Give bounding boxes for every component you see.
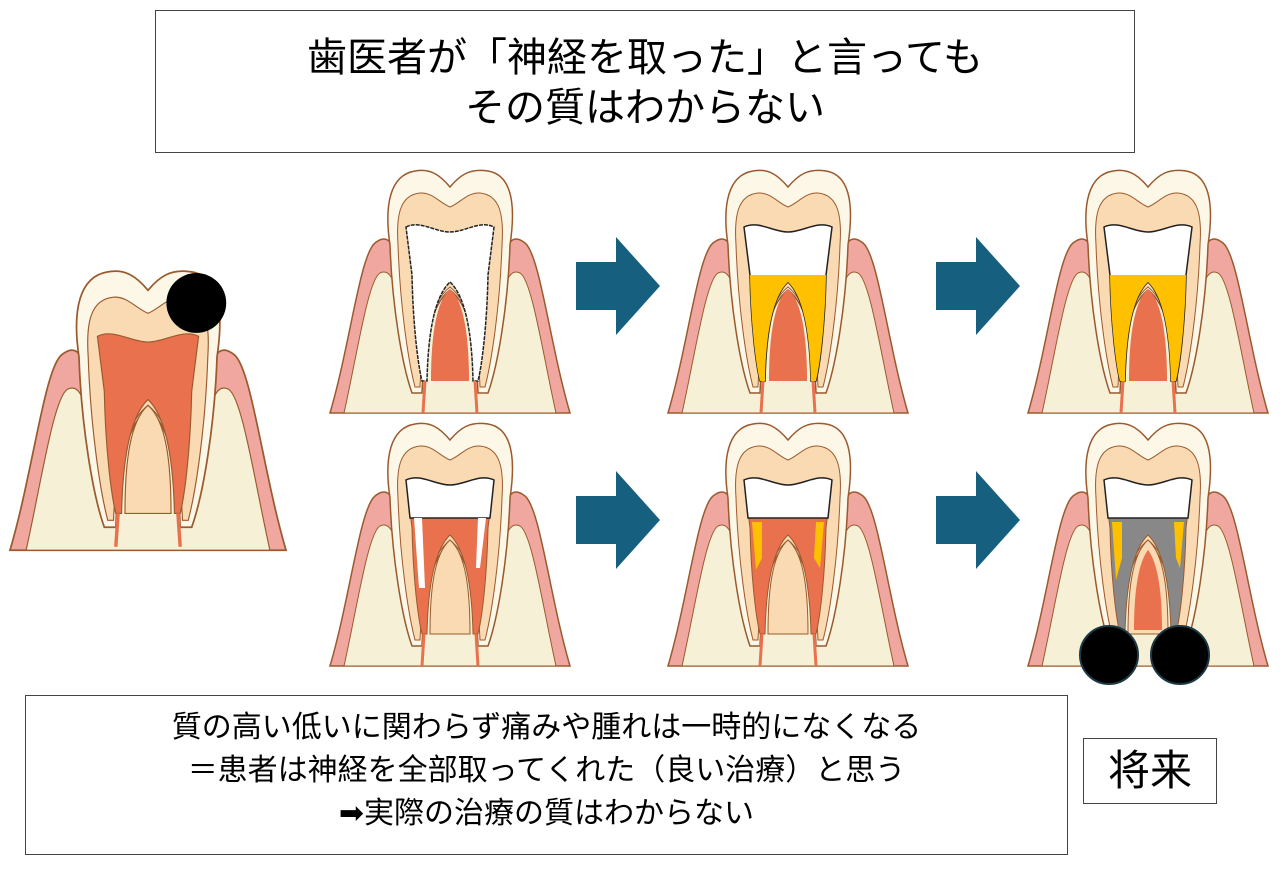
note-line-1: 質の高い低いに関わらず痛みや腫れは一時的になくなる: [171, 710, 922, 745]
title-line-1: 歯医者が「神経を取った」と言っても: [307, 35, 983, 81]
arrow-right-icon: [936, 237, 1020, 335]
tooth-bottom-future-infected: [1027, 422, 1269, 685]
tooth-bottom-partial: [329, 422, 571, 667]
arrow-right-icon: [576, 237, 660, 335]
tooth-top-filled: [667, 169, 909, 414]
arrow-right-icon: [936, 471, 1020, 569]
explanation-box: 質の高い低いに関わらず痛みや腫れは一時的になくなる ＝患者は神経を全部取ってくれ…: [25, 695, 1068, 855]
title-box: 歯医者が「神経を取った」と言っても その質はわからない: [155, 10, 1135, 153]
tooth-bottom-partial-filled: [667, 422, 909, 667]
note-line-2: ＝患者は神経を全部取ってくれた（良い治療）と思う: [187, 753, 906, 788]
tooth-top-future: [1027, 169, 1269, 414]
note-line-3: ➡実際の治療の質はわからない: [338, 796, 755, 831]
tooth-top-cleaned: [329, 169, 571, 414]
cavity: [166, 273, 227, 333]
future-label: 将来: [1083, 738, 1217, 804]
lesion-right: [1150, 625, 1210, 685]
title-line-2: その質はわからない: [465, 85, 825, 131]
arrow-right-icon: [576, 471, 660, 569]
lesion-left: [1079, 625, 1139, 685]
tooth-decayed: [9, 270, 287, 552]
